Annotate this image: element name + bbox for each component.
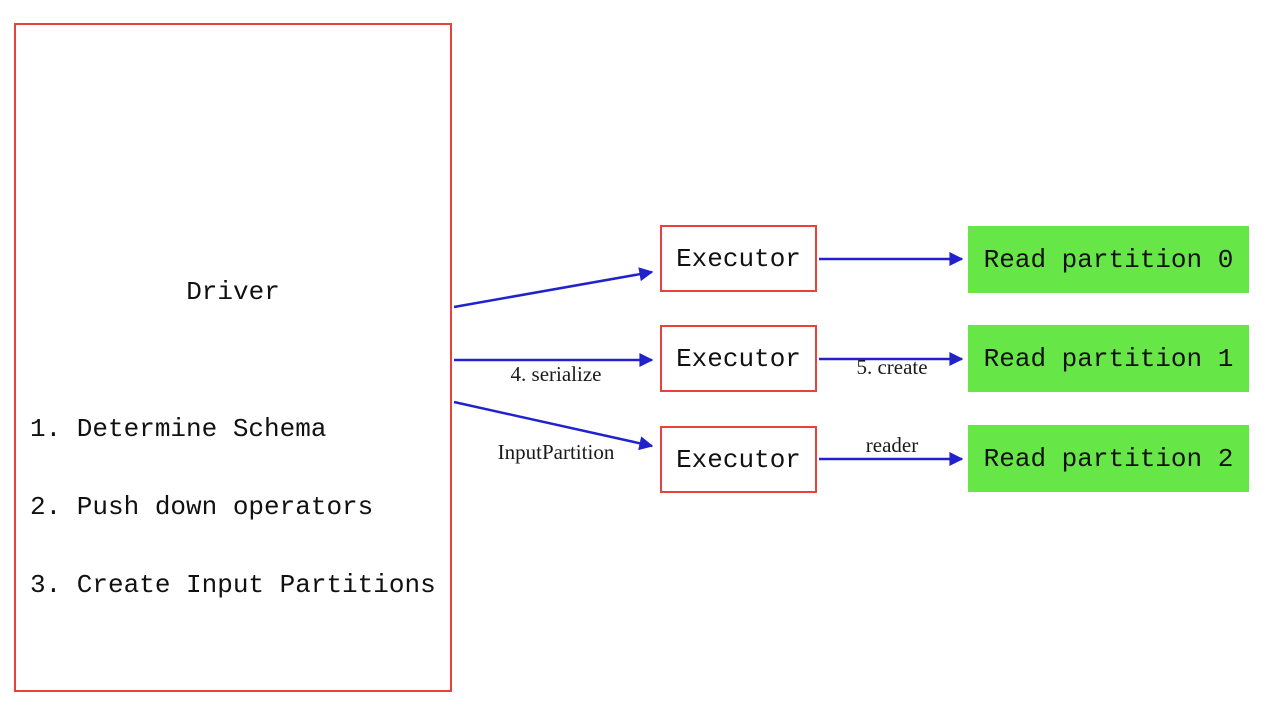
driver-node: Driver 1. Determine Schema 2. Push down … — [14, 23, 452, 692]
driver-step-2: 2. Push down operators — [30, 492, 374, 522]
edge-label-serialize-line1: 4. serialize — [510, 362, 602, 386]
edge-label-create-reader: 5. create reader — [802, 302, 982, 510]
edge-label-serialize-inputpartition: 4. serialize InputPartition — [456, 309, 656, 517]
executor-node-0: Executor — [660, 225, 817, 292]
executor-label-0: Executor — [676, 243, 801, 274]
driver-steps-list: 1. Determine Schema 2. Push down operato… — [30, 364, 436, 650]
driver-step-1: 1. Determine Schema — [30, 414, 327, 444]
executor-label-1: Executor — [676, 343, 801, 374]
read-partition-node-2: Read partition 2 — [968, 425, 1249, 492]
driver-title: Driver — [186, 277, 280, 307]
edge-label-create-reader-line1: 5. create — [856, 355, 928, 379]
read-partition-node-0: Read partition 0 — [968, 226, 1249, 293]
executor-label-2: Executor — [676, 444, 801, 475]
edge-label-create-reader-line2: reader — [865, 433, 919, 457]
driver-step-3: 3. Create Input Partitions — [30, 570, 436, 600]
read-partition-label-2: Read partition 2 — [983, 443, 1234, 474]
edge-label-serialize-line2: InputPartition — [497, 440, 615, 464]
executor-node-2: Executor — [660, 426, 817, 493]
read-partition-label-0: Read partition 0 — [983, 244, 1234, 275]
executor-node-1: Executor — [660, 325, 817, 392]
arrow-driver-to-executor-0 — [453, 267, 654, 309]
read-partition-node-1: Read partition 1 — [968, 325, 1249, 392]
read-partition-label-1: Read partition 1 — [983, 343, 1234, 374]
